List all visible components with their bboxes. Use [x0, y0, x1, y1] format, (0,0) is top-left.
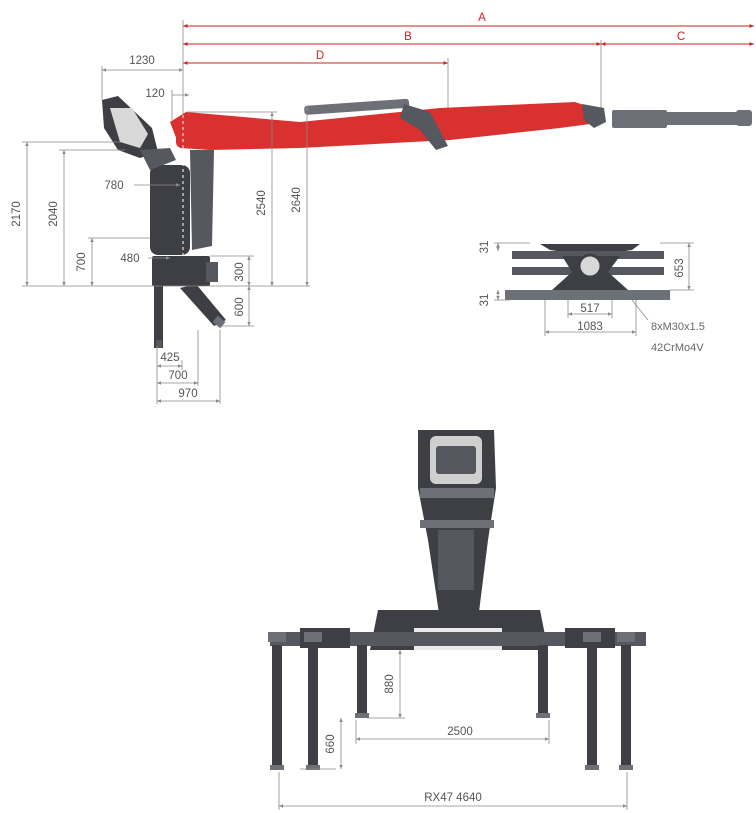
dim-600: 600	[234, 297, 246, 316]
dim-780: 780	[104, 180, 123, 192]
dim-total-width: RX47 4640	[424, 792, 482, 804]
crane-front-illustration	[268, 430, 646, 770]
side-dimension-lines	[22, 66, 310, 404]
dim-120: 120	[145, 88, 164, 100]
dim-653: 653	[674, 258, 686, 277]
dim-31-top: 31	[479, 241, 491, 254]
dim-300: 300	[234, 262, 246, 281]
dim-2540: 2540	[256, 190, 268, 216]
slewing-base-detail: 31 31 653 517 1083 8xM30x1.5 42CrMo4V	[479, 241, 705, 354]
dim-2640: 2640	[291, 187, 303, 213]
dim-425: 425	[160, 352, 179, 364]
dim-2170: 2170	[11, 201, 23, 227]
material-spec: 42CrMo4V	[651, 342, 704, 354]
front-dimension-labels: 880 660 2500 RX47 4640	[325, 674, 482, 804]
side-view: A B C D	[11, 12, 754, 404]
reach-label-d: D	[316, 50, 324, 62]
dim-2040: 2040	[48, 201, 60, 227]
dim-480: 480	[120, 253, 139, 265]
front-view: 880 660 2500 RX47 4640	[268, 430, 646, 810]
dim-880: 880	[384, 674, 396, 693]
bolt-spec: 8xM30x1.5	[651, 321, 705, 333]
reach-label-b: B	[404, 31, 412, 43]
dim-660: 660	[325, 734, 337, 753]
side-dimension-labels: 1230 120 780 2170 2040 700 480 2540 2640…	[11, 55, 303, 400]
dim-2500: 2500	[447, 726, 473, 738]
crane-side-illustration	[102, 96, 752, 348]
reach-dimension-lines: A B C D	[182, 12, 754, 130]
dim-1230: 1230	[129, 55, 155, 67]
front-dimension-lines	[278, 650, 628, 810]
dim-1083: 1083	[577, 321, 603, 333]
dim-517: 517	[580, 303, 599, 315]
dim-970: 970	[178, 388, 197, 400]
dim-700-width: 700	[168, 370, 187, 382]
reach-label-a: A	[478, 12, 486, 24]
dim-700-height: 700	[76, 252, 88, 271]
dim-31-bottom: 31	[479, 294, 491, 307]
reach-label-c: C	[677, 31, 685, 43]
